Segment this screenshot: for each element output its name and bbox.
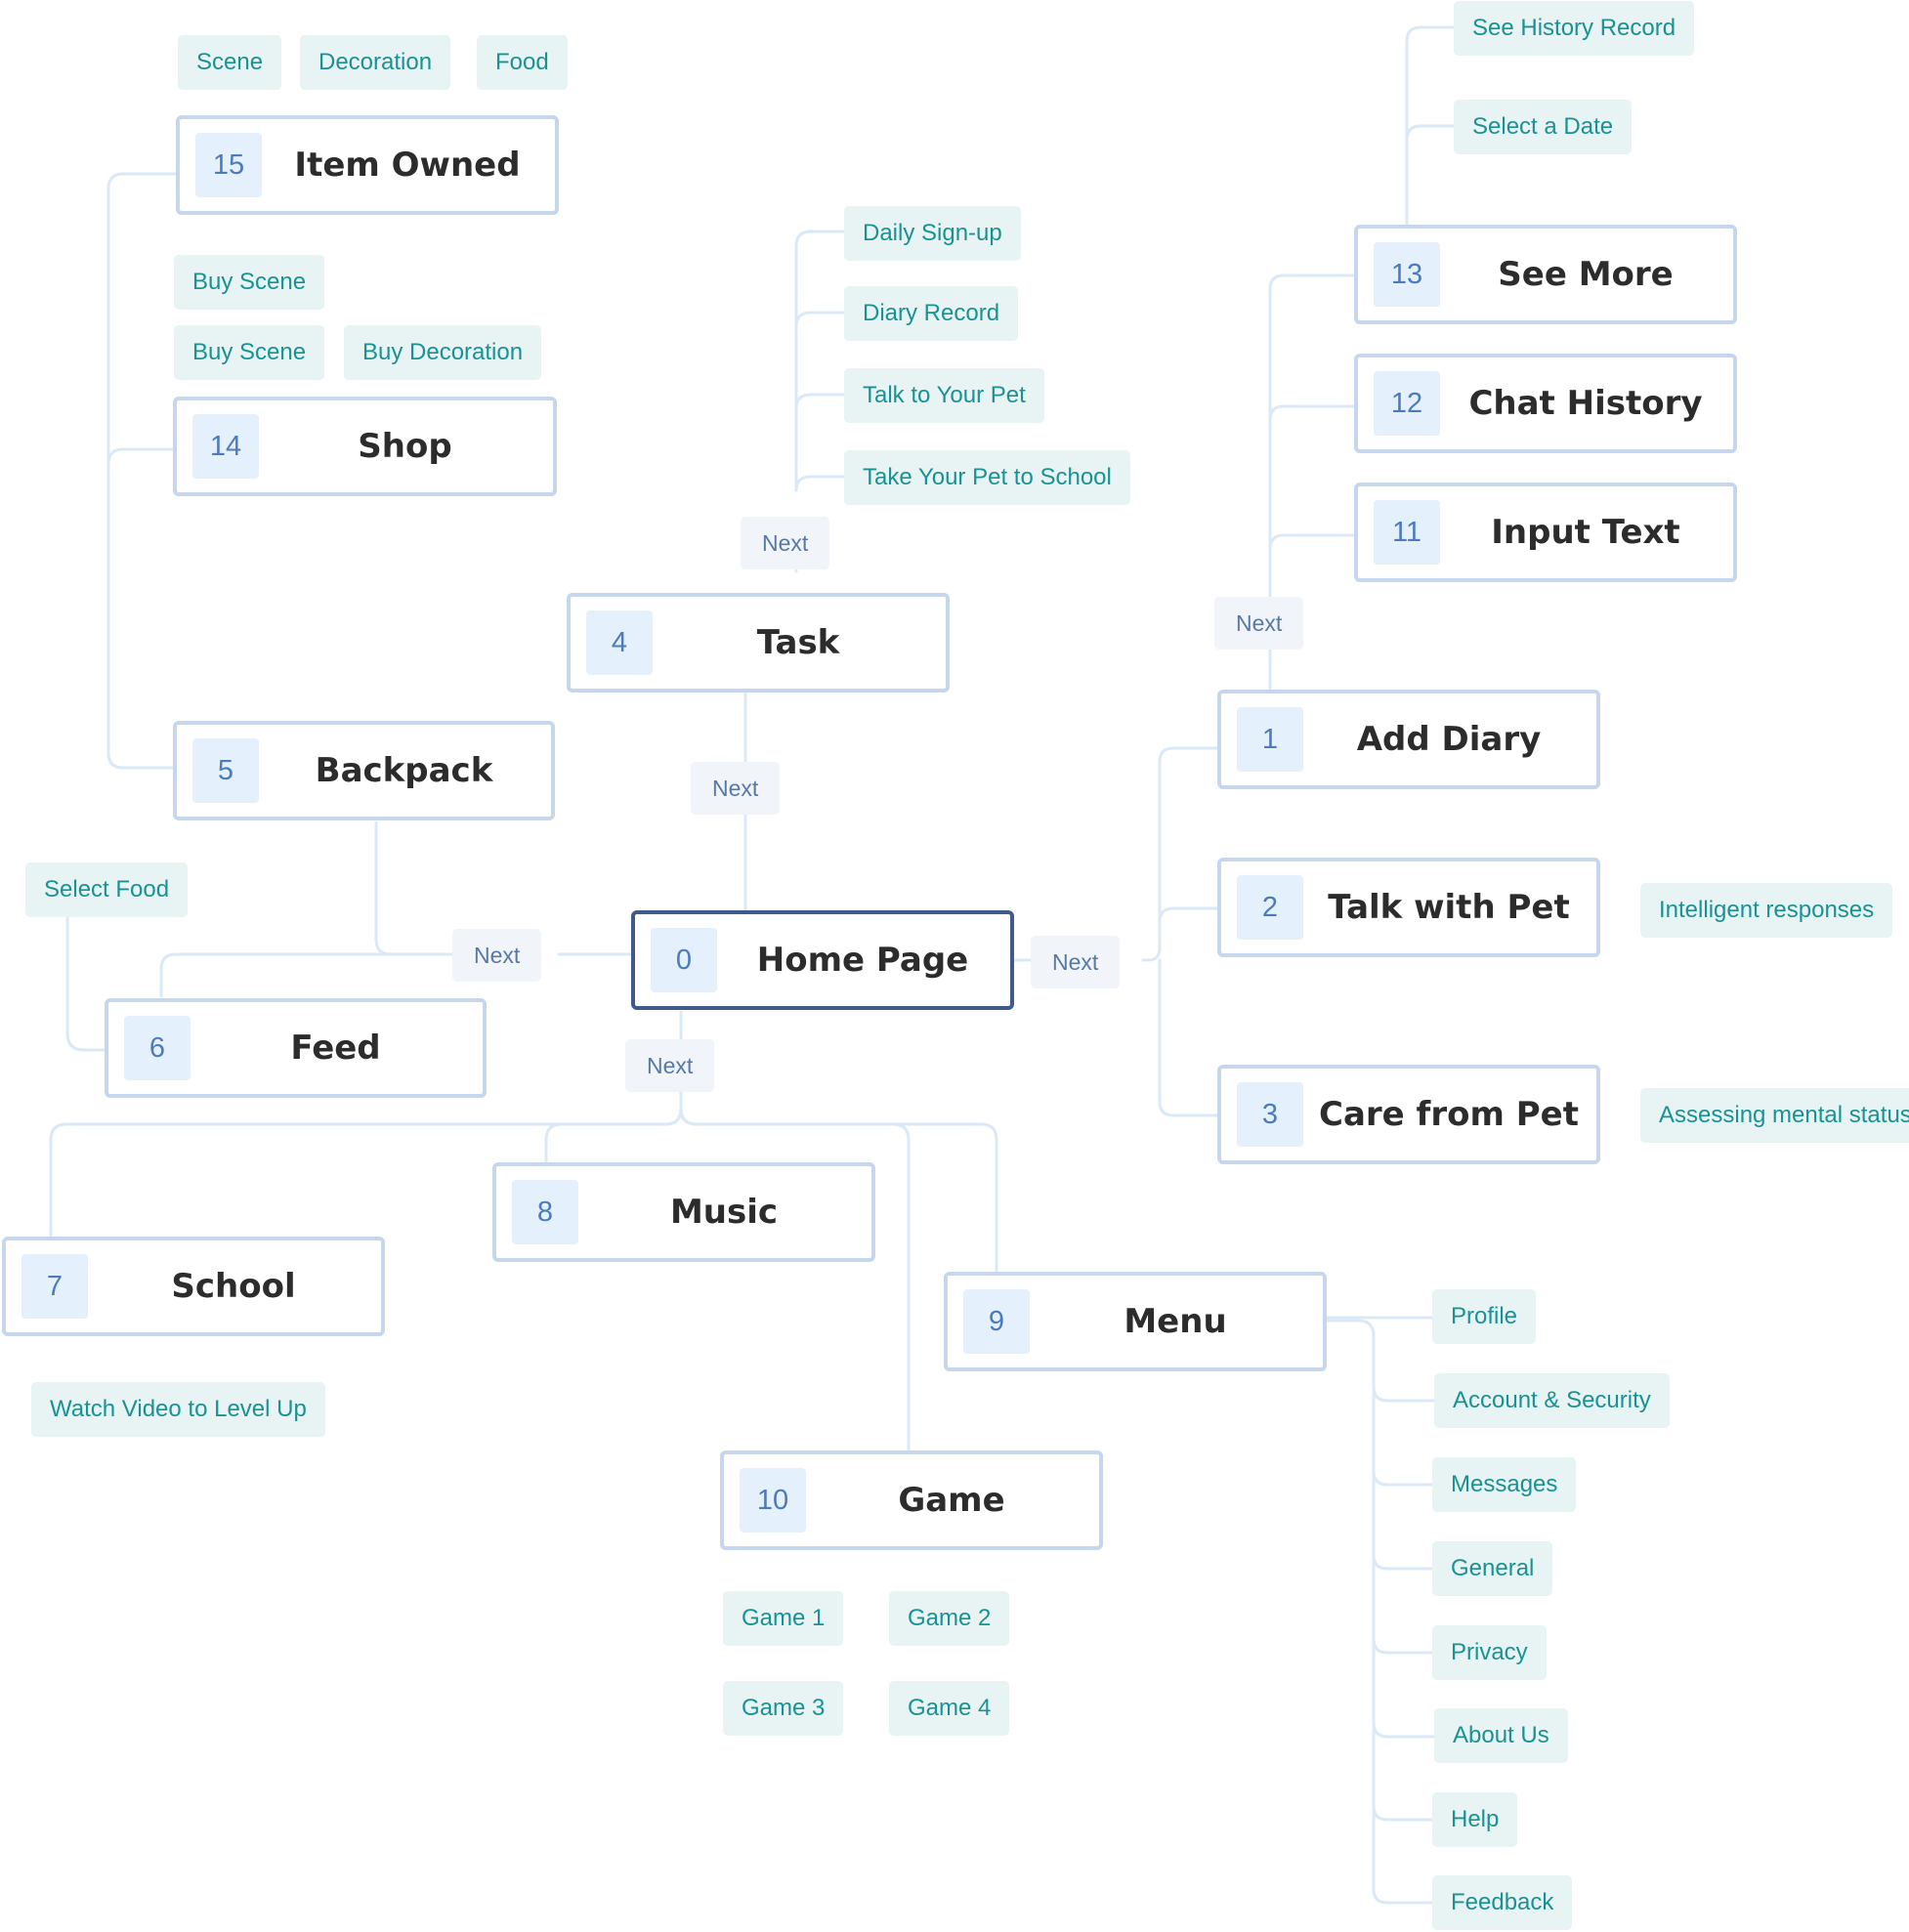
tag-watch-video-level-up[interactable]: Watch Video to Level Up — [31, 1382, 325, 1437]
node-title: Menu — [1124, 1302, 1227, 1341]
node-number: 2 — [1237, 875, 1303, 940]
node-number: 6 — [124, 1016, 191, 1080]
tag-see-history-record[interactable]: See History Record — [1454, 1, 1695, 56]
edge-label-next: Next — [452, 929, 542, 982]
tag-buy-scene[interactable]: Buy Scene — [174, 325, 325, 380]
node-feed[interactable]: 6 Feed — [105, 998, 487, 1098]
node-number: 5 — [192, 738, 259, 803]
node-title: Feed — [290, 1029, 381, 1068]
node-shop[interactable]: 14 Shop — [173, 397, 557, 496]
node-backpack[interactable]: 5 Backpack — [173, 721, 555, 820]
node-title: Task — [756, 623, 840, 662]
node-title: Talk with Pet — [1328, 888, 1570, 927]
node-number: 10 — [740, 1468, 806, 1533]
node-number: 0 — [651, 928, 717, 992]
tag-game-4[interactable]: Game 4 — [889, 1681, 1010, 1736]
node-see-more[interactable]: 13 See More — [1354, 225, 1737, 324]
tag-feedback[interactable]: Feedback — [1432, 1875, 1573, 1930]
tag-diary-record[interactable]: Diary Record — [844, 286, 1019, 341]
node-title: Home Page — [756, 941, 969, 980]
node-number: 11 — [1374, 500, 1440, 565]
node-number: 3 — [1237, 1082, 1303, 1147]
node-number: 7 — [21, 1254, 88, 1319]
node-title: Item Owned — [294, 146, 521, 185]
node-home-page[interactable]: 0 Home Page — [631, 910, 1014, 1010]
node-menu[interactable]: 9 Menu — [944, 1272, 1327, 1371]
edge-label-next: Next — [625, 1039, 715, 1092]
tag-account-security[interactable]: Account & Security — [1434, 1373, 1670, 1428]
node-number: 8 — [512, 1180, 578, 1244]
node-number: 4 — [586, 610, 653, 675]
node-chat-history[interactable]: 12 Chat History — [1354, 354, 1737, 453]
tag-game-1[interactable]: Game 1 — [723, 1591, 844, 1646]
tag-game-2[interactable]: Game 2 — [889, 1591, 1010, 1646]
node-title: School — [171, 1267, 296, 1306]
tag-profile[interactable]: Profile — [1432, 1289, 1537, 1344]
node-music[interactable]: 8 Music — [492, 1162, 875, 1262]
node-title: Shop — [358, 427, 452, 466]
tag-buy-scene[interactable]: Buy Scene — [174, 255, 325, 310]
edge-label-next: Next — [691, 762, 781, 815]
node-add-diary[interactable]: 1 Add Diary — [1217, 690, 1600, 789]
tag-intelligent-responses[interactable]: Intelligent responses — [1640, 883, 1893, 938]
edge-label-next: Next — [1031, 936, 1121, 988]
node-title: Input Text — [1491, 513, 1680, 552]
node-title: Game — [898, 1481, 1005, 1520]
tag-decoration[interactable]: Decoration — [300, 35, 451, 90]
node-title: Add Diary — [1356, 720, 1542, 759]
tag-assessing-mental-status[interactable]: Assessing mental status — [1640, 1088, 1909, 1143]
node-number: 13 — [1374, 242, 1440, 307]
tag-help[interactable]: Help — [1432, 1792, 1518, 1847]
tag-take-pet-to-school[interactable]: Take Your Pet to School — [844, 450, 1130, 505]
tag-scene[interactable]: Scene — [178, 35, 282, 90]
tag-general[interactable]: General — [1432, 1541, 1553, 1596]
tag-select-a-date[interactable]: Select a Date — [1454, 100, 1633, 154]
node-item-owned[interactable]: 15 Item Owned — [176, 115, 559, 215]
tag-food[interactable]: Food — [477, 35, 568, 90]
node-title: See More — [1498, 255, 1674, 294]
node-title: Care from Pet — [1319, 1095, 1579, 1134]
tag-about-us[interactable]: About Us — [1434, 1708, 1568, 1763]
node-title: Music — [669, 1193, 779, 1232]
tag-game-3[interactable]: Game 3 — [723, 1681, 844, 1736]
node-talk-with-pet[interactable]: 2 Talk with Pet — [1217, 858, 1600, 957]
node-title: Backpack — [315, 751, 493, 790]
tag-privacy[interactable]: Privacy — [1432, 1625, 1547, 1680]
node-game[interactable]: 10 Game — [720, 1450, 1103, 1550]
node-school[interactable]: 7 School — [2, 1237, 385, 1336]
node-input-text[interactable]: 11 Input Text — [1354, 483, 1737, 582]
node-number: 14 — [192, 414, 259, 479]
node-number: 9 — [963, 1289, 1030, 1354]
node-care-from-pet[interactable]: 3 Care from Pet — [1217, 1065, 1600, 1164]
tag-buy-decoration[interactable]: Buy Decoration — [344, 325, 542, 380]
tag-daily-sign-up[interactable]: Daily Sign-up — [844, 206, 1021, 261]
edge-label-next: Next — [741, 517, 830, 569]
edge-label-next: Next — [1214, 597, 1304, 650]
node-task[interactable]: 4 Task — [567, 593, 950, 693]
node-number: 12 — [1374, 371, 1440, 436]
node-number: 1 — [1237, 707, 1303, 772]
node-number: 15 — [195, 133, 262, 197]
node-title: Chat History — [1468, 384, 1703, 423]
tag-select-food[interactable]: Select Food — [25, 862, 189, 917]
tag-messages[interactable]: Messages — [1432, 1457, 1577, 1512]
tag-talk-to-your-pet[interactable]: Talk to Your Pet — [844, 368, 1044, 423]
